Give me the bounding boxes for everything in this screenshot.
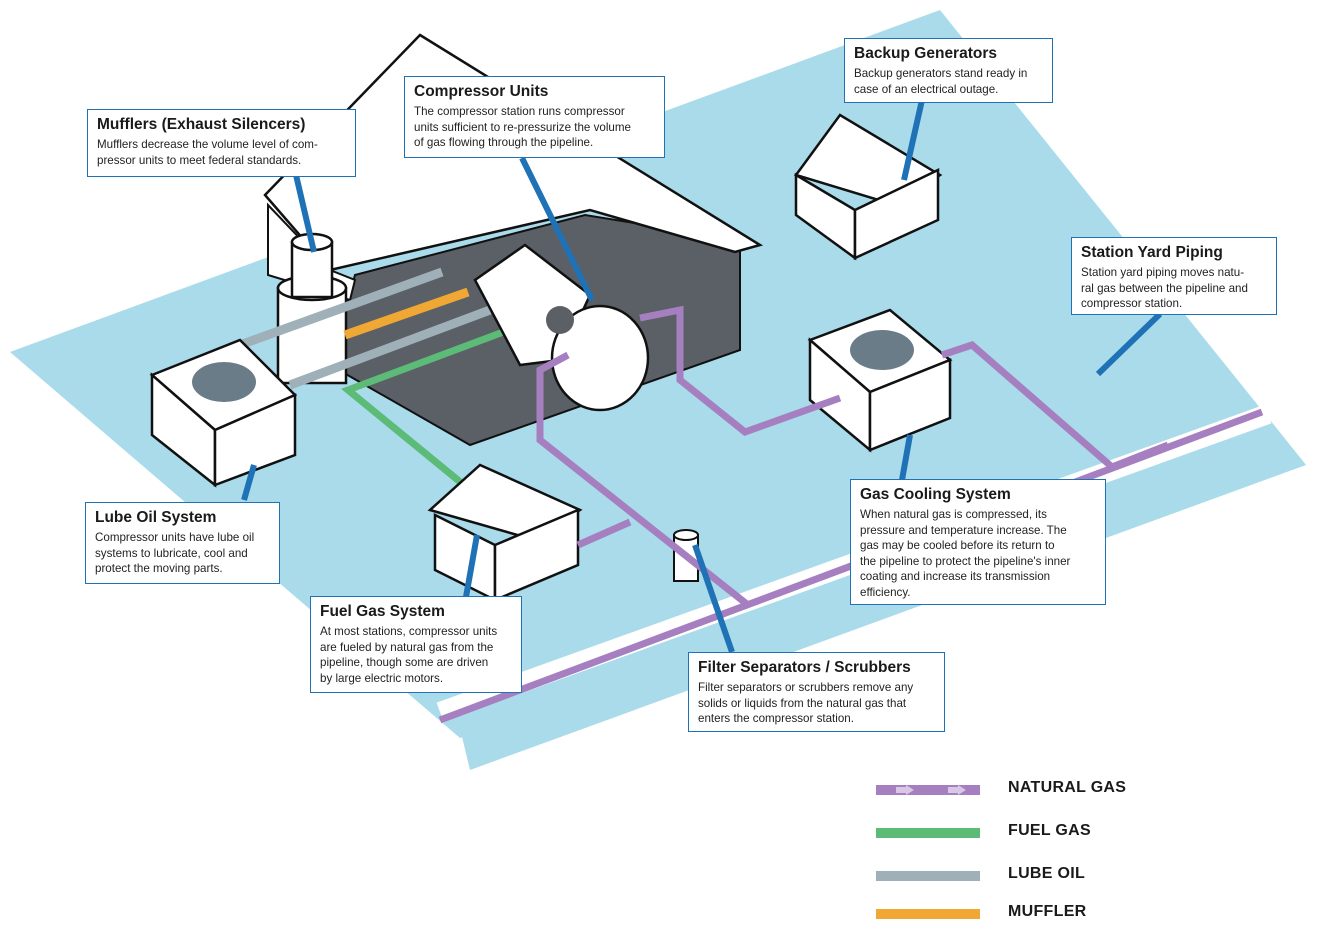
callout-title: Station Yard Piping xyxy=(1081,244,1223,261)
callout-title: Compressor Units xyxy=(414,83,549,100)
callout-body: The compressor station runs compressor u… xyxy=(414,105,631,149)
callout-gas-cooling-system: Gas Cooling System When natural gas is c… xyxy=(850,479,1106,605)
lube-oil-pipe xyxy=(238,267,444,350)
callout-title: Mufflers (Exhaust Silencers) xyxy=(97,116,306,133)
station-yard-piping xyxy=(639,305,842,436)
callout-mufflers: Mufflers (Exhaust Silencers) Mufflers de… xyxy=(87,109,356,177)
legend-swatch xyxy=(876,828,980,838)
callout-title: Lube Oil System xyxy=(95,509,217,526)
callout-body: Backup generators stand ready in case of… xyxy=(854,67,1028,96)
callout-body: Compressor units have lube oil systems t… xyxy=(95,531,255,575)
callout-station-yard-piping: Station Yard Piping Station yard piping … xyxy=(1071,237,1277,315)
station-yard-piping xyxy=(576,518,632,549)
callout-title: Backup Generators xyxy=(854,45,997,62)
legend-swatch xyxy=(876,909,980,919)
callout-filter-separators: Filter Separators / Scrubbers Filter sep… xyxy=(688,652,945,732)
legend-label: LUBE OIL xyxy=(1008,865,1086,882)
fuel-gas-house xyxy=(427,463,583,603)
legend-swatch xyxy=(876,785,980,795)
callout-title: Filter Separators / Scrubbers xyxy=(698,659,911,676)
callout-title: Gas Cooling System xyxy=(860,486,1011,503)
callout-fuel-gas-system: Fuel Gas System At most stations, compre… xyxy=(310,596,522,693)
callout-title: Fuel Gas System xyxy=(320,603,445,620)
muffler-pipe xyxy=(343,287,470,340)
lube-oil-cooler xyxy=(149,338,298,488)
legend-label: MUFFLER xyxy=(1008,903,1087,920)
gas-cooling-unit xyxy=(807,308,953,453)
lube-oil-pipe xyxy=(288,305,492,390)
station-yard-piping xyxy=(536,351,751,608)
legend-label: NATURAL GAS xyxy=(1008,779,1127,796)
legend-label: FUEL GAS xyxy=(1008,822,1092,839)
callout-lube-oil-system: Lube Oil System Compressor units have lu… xyxy=(85,502,280,584)
muffler xyxy=(276,232,348,385)
leader-lines xyxy=(241,99,1163,653)
legend-swatch xyxy=(876,871,980,881)
callout-body: Mufflers decrease the volume level of co… xyxy=(97,138,318,167)
backup-generator-house xyxy=(793,113,943,261)
fuel-gas-pipe xyxy=(341,324,516,493)
callout-body: Station yard piping moves natu- ral gas … xyxy=(1081,266,1248,310)
compressor-unit xyxy=(473,243,650,412)
callout-compressor-units: Compressor Units The compressor station … xyxy=(404,76,665,158)
callout-body: Filter separators or scrubbers remove an… xyxy=(698,681,914,725)
callout-body: When natural gas is compressed, its pres… xyxy=(860,508,1071,599)
callout-body: At most stations, compressor units are f… xyxy=(320,625,498,685)
station-yard-piping xyxy=(940,341,1170,472)
callout-backup-generators: Backup Generators Backup generators stan… xyxy=(844,38,1053,103)
